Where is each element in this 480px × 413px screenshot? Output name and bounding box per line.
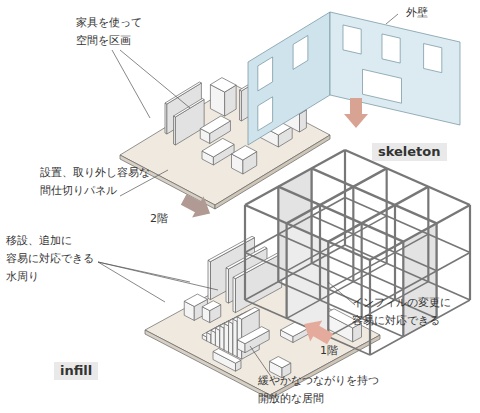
- bench: [213, 349, 241, 364]
- beam: [345, 245, 470, 300]
- toilet: [184, 294, 207, 306]
- partition-panel: [208, 260, 211, 299]
- stair-step: [233, 319, 237, 357]
- window: [424, 44, 442, 73]
- shelf: [232, 146, 257, 160]
- window: [363, 69, 402, 103]
- window: [382, 34, 400, 63]
- wall-panel: [248, 12, 330, 145]
- window: [258, 57, 273, 91]
- floor-label: 2階: [150, 210, 168, 228]
- section-label: skeleton: [372, 143, 447, 161]
- partition-panel: [174, 99, 205, 118]
- sofa: [238, 327, 270, 344]
- stair-step: [215, 328, 219, 348]
- assembly-arrow: [178, 189, 216, 224]
- stair-step: [224, 324, 228, 353]
- floor-label: 1階: [320, 342, 338, 360]
- beam: [312, 168, 437, 223]
- callout-note: 緩やかなつながりを持つ 開放的な居間: [258, 372, 388, 408]
- leader-line: [98, 262, 218, 290]
- window: [343, 25, 361, 54]
- sink: [202, 301, 221, 311]
- partition-panel: [226, 268, 229, 303]
- beam: [312, 263, 437, 318]
- beam: [287, 216, 387, 271]
- section-label: infill: [54, 362, 98, 380]
- assembly-arrows: [178, 98, 368, 349]
- window: [258, 97, 273, 131]
- beam: [287, 263, 387, 318]
- exterior-wall: [248, 12, 460, 145]
- stair-step: [229, 321, 233, 354]
- part-label: 外壁: [406, 4, 428, 22]
- stair-step: [220, 326, 224, 350]
- slab-edge: [270, 335, 380, 399]
- partition-panel: [233, 277, 236, 312]
- chair: [270, 357, 291, 368]
- beam: [345, 198, 470, 253]
- beam: [328, 234, 428, 289]
- beam: [278, 282, 403, 337]
- wardrobe: [210, 78, 236, 93]
- skeleton-frame: [245, 150, 470, 355]
- leader-line: [328, 282, 355, 305]
- beam: [370, 205, 470, 260]
- callout-note: 移設、追加に 容易に対応できる 水周り: [6, 232, 100, 286]
- slab-edge: [120, 155, 215, 209]
- stair-step: [237, 307, 259, 319]
- wall-panel: [330, 12, 460, 125]
- beam: [245, 198, 345, 253]
- beam: [245, 245, 345, 300]
- callout-note: 設置、取り外し容易な 間仕切りパネル: [40, 164, 160, 200]
- callout-note: インフィルの変更に 容易に対応できる: [352, 294, 464, 330]
- beam: [245, 300, 370, 355]
- leader-line: [250, 346, 272, 378]
- beam: [328, 282, 428, 337]
- bed: [200, 116, 230, 134]
- leader-line: [120, 50, 190, 108]
- partition-panel: [165, 82, 201, 104]
- leader-line: [112, 50, 150, 118]
- assembly-arrow: [344, 98, 368, 128]
- desk: [202, 138, 234, 157]
- callout-note: 家具を使って 空間を区画: [76, 14, 160, 50]
- leader-line: [98, 262, 165, 302]
- leader-line: [386, 14, 398, 24]
- beam: [312, 216, 437, 271]
- window: [293, 35, 308, 69]
